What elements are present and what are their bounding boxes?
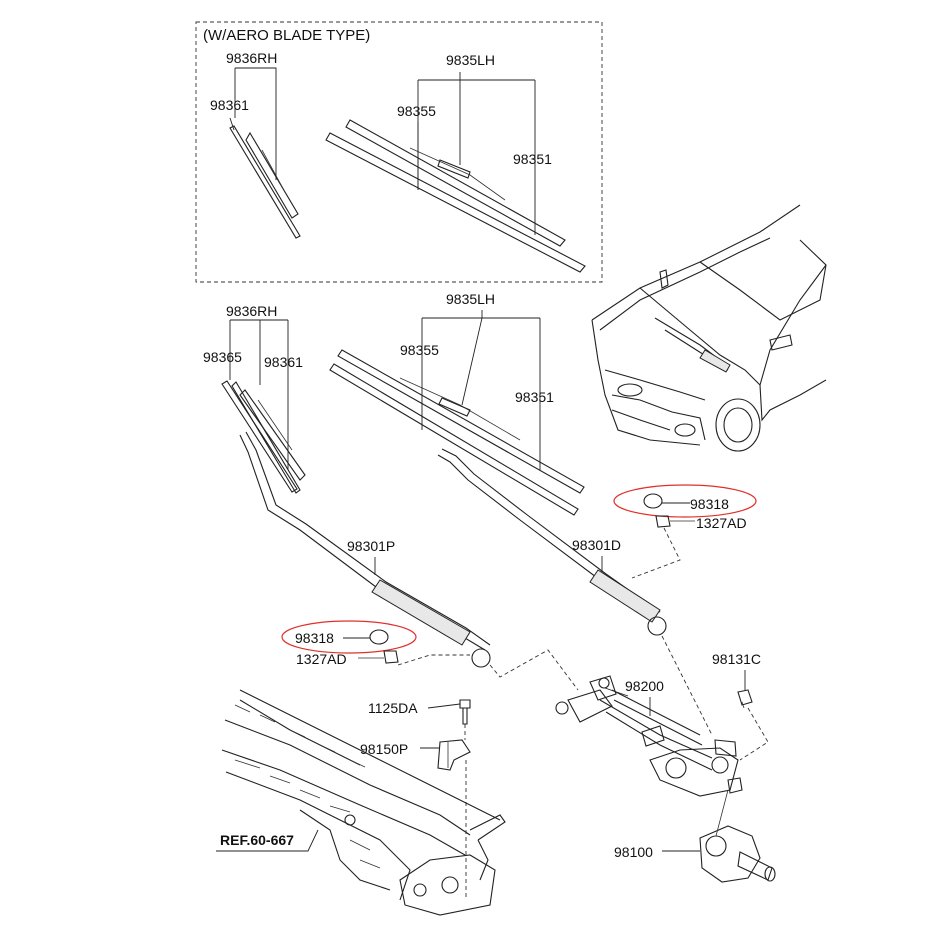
cap-left-highlight xyxy=(281,620,417,654)
aero-blade-box xyxy=(195,21,603,283)
aero-lh-rubber-label: 98355 xyxy=(397,103,436,119)
motor-label: 98100 xyxy=(614,844,653,860)
aero-rh-label: 9836RH xyxy=(226,50,277,66)
cap-right-label: 98318 xyxy=(690,496,729,512)
nut-left-label: 1327AD xyxy=(296,651,347,667)
bracket-icon xyxy=(437,739,471,771)
bolt-label: 1125DA xyxy=(368,700,418,716)
linkage-label: 98200 xyxy=(625,678,664,694)
nut-left-icon xyxy=(358,650,399,664)
passenger-arm-label: 98301P xyxy=(347,538,395,554)
cap-right-icon xyxy=(643,493,663,509)
pivot-nut-icon xyxy=(737,689,753,709)
aero-box-title: (W/AERO BLADE TYPE) xyxy=(203,27,370,44)
aero-lh-blade xyxy=(325,119,586,273)
linkage-assembly xyxy=(555,675,743,797)
std-rh-b-label: 98361 xyxy=(264,354,303,370)
nut-right-label: 1327AD xyxy=(696,515,747,531)
aero-rh-rubber-label: 98361 xyxy=(210,97,249,113)
cowl-panel xyxy=(221,689,506,916)
ref-label: REF.60-667 xyxy=(220,832,294,848)
aero-lh-refill-label: 98351 xyxy=(513,151,552,167)
cap-left-label: 98318 xyxy=(295,630,334,646)
cap-left-icon xyxy=(369,629,389,645)
std-lh-refill-label: 98351 xyxy=(515,389,554,405)
cap-right-highlight xyxy=(613,484,757,518)
std-lh-rubber-label: 98355 xyxy=(400,342,439,358)
aero-rh-blade xyxy=(229,125,301,239)
motor-icon xyxy=(699,789,776,883)
driver-arm xyxy=(437,448,667,636)
std-rh-label: 9836RH xyxy=(226,303,277,319)
std-lh-blade xyxy=(329,349,585,516)
std-lh-label: 9835LH xyxy=(446,291,495,307)
aero-lh-label: 9835LH xyxy=(446,52,495,68)
std-rh-a-label: 98365 xyxy=(203,349,242,365)
bolt-icon xyxy=(459,699,471,725)
pivot-nut-label: 98131C xyxy=(712,651,761,667)
car-illustration-icon xyxy=(591,204,827,452)
driver-arm-label: 98301D xyxy=(572,537,621,553)
std-rh-blade xyxy=(221,380,306,494)
nut-right-icon xyxy=(655,515,695,528)
passenger-arm xyxy=(239,431,491,668)
bracket-label: 98150P xyxy=(360,741,408,757)
